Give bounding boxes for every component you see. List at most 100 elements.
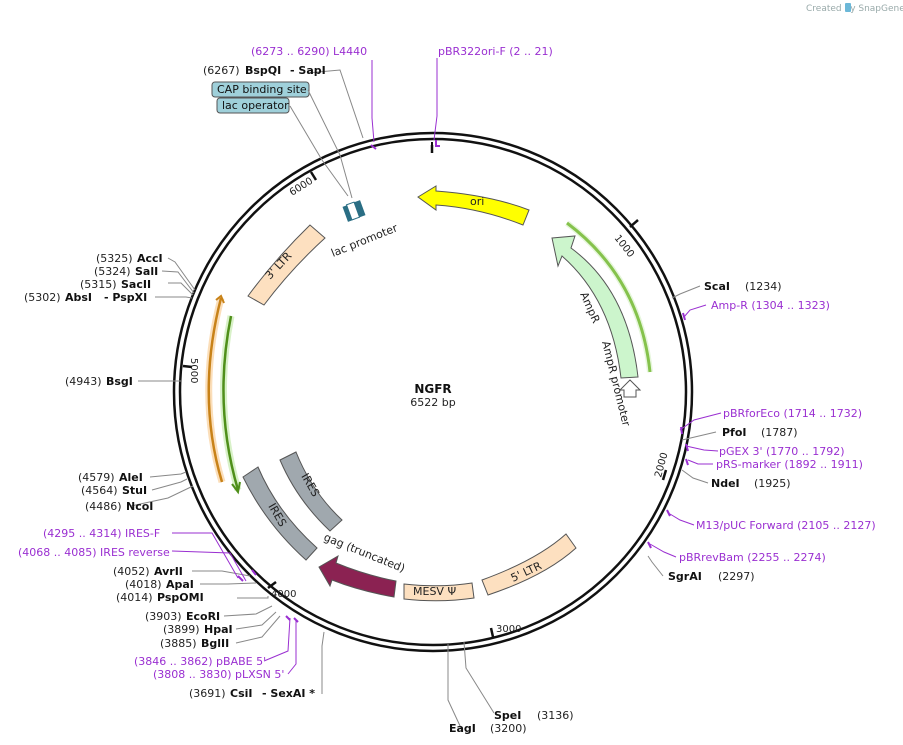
primer-m13-puc-forward: M13/pUC Forward (2105 .. 2127) xyxy=(696,519,876,532)
svg-text:- SexAI *: - SexAI * xyxy=(262,687,315,700)
ltr3-feature: 3' LTR xyxy=(247,224,326,306)
svg-text:- SapI: - SapI xyxy=(290,64,326,77)
svg-text:(4564): (4564) xyxy=(81,484,118,497)
plasmid-name: NGFR xyxy=(414,382,451,396)
enzyme-ndei: NdeI (1925) xyxy=(711,477,791,490)
svg-text:BspQI: BspQI xyxy=(245,64,281,77)
enzyme-bsgi: (4943) BsgI xyxy=(65,375,133,388)
svg-text:ApaI: ApaI xyxy=(166,578,194,591)
primer-pbr322ori-f: pBR322ori-F (2 .. 21) xyxy=(438,45,553,58)
svg-text:- PspXI: - PspXI xyxy=(104,291,147,304)
enzyme-alei: (4579) AleI xyxy=(78,471,143,484)
primer-plxsn5: (3808 .. 3830) pLXSN 5' xyxy=(153,668,284,681)
svg-text:SacII: SacII xyxy=(121,278,151,291)
primer-pgex3: pGEX 3' (1770 .. 1792) xyxy=(719,445,845,458)
enzyme-sacii: (5315) SacII xyxy=(80,278,151,291)
svg-text:ScaI: ScaI xyxy=(704,280,730,293)
svg-text:SalI: SalI xyxy=(135,265,158,278)
snapgene-logo-icon xyxy=(845,3,851,12)
cap-binding-box: CAP binding site xyxy=(211,81,310,98)
lac-operator-box: lac operator xyxy=(216,97,290,114)
svg-text:(4579): (4579) xyxy=(78,471,115,484)
svg-text:PfoI: PfoI xyxy=(722,426,747,439)
svg-text:(3136): (3136) xyxy=(537,709,574,722)
svg-text:AleI: AleI xyxy=(119,471,143,484)
primer-pbabe5: (3846 .. 3862) pBABE 5' xyxy=(134,655,266,668)
backbone-outer xyxy=(172,131,694,653)
ori-label: ori xyxy=(470,195,484,208)
enzyme-spei: SpeI (3136) xyxy=(494,709,574,722)
svg-text:(5302): (5302) xyxy=(24,291,61,304)
orf-arc-orange xyxy=(207,297,224,483)
svg-text:SpeI: SpeI xyxy=(494,709,521,722)
primer-leader-lines xyxy=(171,58,722,675)
enzyme-sali: (5324) SalI xyxy=(94,265,158,278)
svg-text:StuI: StuI xyxy=(122,484,147,497)
tick-5000: 5000 xyxy=(188,358,199,383)
svg-text:AccI: AccI xyxy=(137,252,163,265)
enzyme-sgrai: SgrAI (2297) xyxy=(668,570,755,583)
enzyme-hpai: (3899) HpaI xyxy=(163,623,233,636)
enzyme-eagi: EagI (3200) xyxy=(449,722,527,735)
enzyme-ecori: (3903) EcoRI xyxy=(145,610,220,623)
primer-markers xyxy=(237,140,689,623)
svg-text:CsiI: CsiI xyxy=(230,687,252,700)
svg-text:(3200): (3200) xyxy=(490,722,527,735)
orf-arc-right xyxy=(566,221,652,373)
lac-promoter-label: lac promoter xyxy=(329,221,400,260)
svg-text:(5315): (5315) xyxy=(80,278,117,291)
svg-text:NdeI: NdeI xyxy=(711,477,740,490)
enzyme-pspomi: (4014) PspOMI xyxy=(116,591,204,604)
leader-lines xyxy=(130,69,717,729)
enzyme-acci: (5325) AccI xyxy=(96,252,163,265)
svg-text:AbsI: AbsI xyxy=(65,291,92,304)
svg-text:(2297): (2297) xyxy=(718,570,755,583)
mesv-label: MESV Ψ xyxy=(413,585,456,598)
svg-text:(1234): (1234) xyxy=(745,280,782,293)
primer-l4440: (6273 .. 6290) L4440 xyxy=(251,45,367,58)
svg-text:EagI: EagI xyxy=(449,722,476,735)
tick-4000: 4000 xyxy=(271,589,296,600)
enzyme-absi: (5302) AbsI - PspXI xyxy=(24,291,147,304)
mesv-feature: MESV Ψ xyxy=(403,582,475,602)
enzyme-ncoi: (4486) NcoI xyxy=(85,500,153,513)
primer-ires-f: (4295 .. 4314) IRES-F xyxy=(43,527,160,540)
svg-text:BglII: BglII xyxy=(201,637,229,650)
cap-binding-label: CAP binding site xyxy=(217,83,307,96)
svg-text:NcoI: NcoI xyxy=(126,500,153,513)
svg-text:(3903): (3903) xyxy=(145,610,182,623)
tick-2000: 2000 xyxy=(653,451,670,478)
primer-prs-marker: pRS-marker (1892 .. 1911) xyxy=(716,458,863,471)
svg-text:(6267): (6267) xyxy=(203,64,240,77)
svg-text:PspOMI: PspOMI xyxy=(157,591,204,604)
primer-pbrforeco: pBRforEco (1714 .. 1732) xyxy=(723,407,862,420)
backbone-inner xyxy=(178,137,688,647)
primer-ires-reverse: (4068 .. 4085) IRES reverse xyxy=(18,546,170,559)
svg-text:(3691): (3691) xyxy=(189,687,226,700)
svg-text:SgrAI: SgrAI xyxy=(668,570,702,583)
svg-text:(3899): (3899) xyxy=(163,623,200,636)
svg-text:EcoRI: EcoRI xyxy=(186,610,220,623)
ltr5-feature: 5' LTR xyxy=(481,533,577,596)
primer-amp-r: Amp-R (1304 .. 1323) xyxy=(711,299,830,312)
svg-text:HpaI: HpaI xyxy=(204,623,233,636)
enzyme-avrii: (4052) AvrII xyxy=(113,565,183,578)
ires-inner-feature: IRES xyxy=(279,451,343,532)
lac-operator-label: lac operator xyxy=(222,99,289,112)
ori-feature: ori xyxy=(417,185,530,226)
primer-pbrrevbam: pBRrevBam (2255 .. 2274) xyxy=(679,551,826,564)
tick-3000: 3000 xyxy=(496,624,521,635)
svg-text:(4014): (4014) xyxy=(116,591,153,604)
svg-text:(5324): (5324) xyxy=(94,265,131,278)
svg-text:AvrII: AvrII xyxy=(154,565,183,578)
enzyme-scai: ScaI (1234) xyxy=(704,280,782,293)
svg-text:(4486): (4486) xyxy=(85,500,122,513)
lac-elements: lac promoter xyxy=(329,200,400,260)
enzyme-pfoi: PfoI (1787) xyxy=(722,426,798,439)
svg-text:(4943): (4943) xyxy=(65,375,102,388)
svg-text:(3885): (3885) xyxy=(160,637,197,650)
gag-feature: gag (truncated) xyxy=(318,531,407,598)
svg-text:(4052): (4052) xyxy=(113,565,150,578)
svg-text:(1787): (1787) xyxy=(761,426,798,439)
